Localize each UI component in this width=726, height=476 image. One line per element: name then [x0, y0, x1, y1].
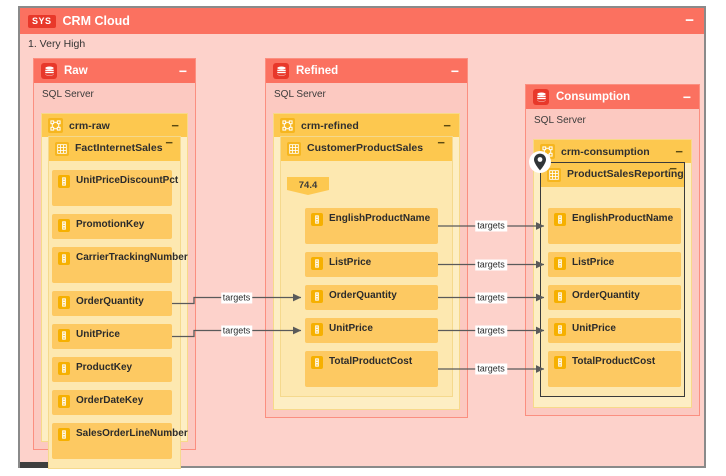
column-icon: [311, 323, 323, 336]
column-node[interactable]: OrderQuantity: [548, 285, 681, 310]
column-icon: [58, 428, 70, 441]
column-icon: [311, 257, 323, 270]
schema-title: crm-consumption: [561, 145, 650, 158]
column-label: ListPrice: [329, 257, 372, 268]
column-node[interactable]: ProductKey: [52, 357, 172, 382]
column-label: ListPrice: [572, 257, 615, 268]
table-icon: [547, 168, 561, 182]
table-metric-badge: 74.4: [287, 177, 329, 195]
column-label: EnglishProductName: [329, 213, 431, 224]
column-node[interactable]: TotalProductCost: [305, 351, 438, 387]
schema-header-consumption[interactable]: crm-consumption −: [534, 140, 691, 163]
database-icon: [533, 89, 549, 105]
schema-title: crm-refined: [301, 119, 359, 132]
column-icon: [58, 395, 70, 408]
column-icon: [58, 296, 70, 309]
column-icon: [311, 290, 323, 303]
edge-label: targets: [475, 363, 507, 375]
column-icon: [554, 323, 566, 336]
column-node[interactable]: TotalProductCost: [548, 351, 681, 387]
column-node[interactable]: UnitPrice: [305, 318, 438, 343]
column-label: UnitPrice: [572, 323, 616, 334]
system-header[interactable]: SYS CRM Cloud −: [20, 8, 704, 34]
column-node[interactable]: EnglishProductName: [548, 208, 681, 244]
column-icon: [311, 356, 323, 369]
column-node[interactable]: OrderDateKey: [52, 390, 172, 415]
system-title: CRM Cloud: [62, 14, 130, 28]
horizontal-scrollbar-thumb[interactable]: [20, 462, 48, 468]
column-label: UnitPrice: [76, 329, 120, 340]
column-node[interactable]: PromotionKey: [52, 214, 172, 239]
table-title: ProductSalesReporting: [567, 168, 684, 180]
column-label: EnglishProductName: [572, 213, 674, 224]
edge-label: targets: [475, 220, 507, 232]
column-icon: [554, 356, 566, 369]
map-pin-icon[interactable]: [529, 151, 551, 173]
edge-label: targets: [220, 325, 253, 336]
schema-icon: [280, 118, 295, 133]
database-header-raw[interactable]: Raw −: [34, 59, 195, 83]
database-icon: [273, 63, 289, 79]
column-icon: [58, 329, 70, 342]
database-title: Consumption: [556, 91, 631, 103]
column-icon: [58, 175, 70, 188]
column-label: ProductKey: [76, 362, 133, 373]
edge-label: targets: [475, 325, 507, 336]
column-node[interactable]: UnitPrice: [52, 324, 172, 349]
table-icon: [287, 142, 301, 156]
column-icon: [58, 219, 70, 232]
column-node[interactable]: OrderQuantity: [52, 291, 172, 316]
edge-label: targets: [475, 259, 507, 270]
column-label: CarrierTrackingNumber: [76, 252, 188, 263]
schema-header-refined[interactable]: crm-refined −: [274, 114, 459, 137]
column-label: UnitPrice: [329, 323, 373, 334]
table-header-raw[interactable]: FactInternetSales −: [49, 136, 180, 161]
column-label: UnitPriceDiscountPct: [76, 175, 179, 186]
database-subtitle: SQL Server: [42, 89, 94, 100]
column-node[interactable]: SalesOrderLineNumber: [52, 423, 188, 459]
edge-label: targets: [475, 292, 507, 303]
level-label: 1. Very High: [28, 38, 86, 50]
table-title: FactInternetSales: [75, 142, 163, 154]
database-title: Refined: [296, 65, 339, 77]
database-subtitle: SQL Server: [274, 89, 326, 100]
column-node[interactable]: ListPrice: [305, 252, 438, 277]
table-icon: [55, 142, 69, 156]
column-label: OrderDateKey: [76, 395, 144, 406]
column-icon: [554, 257, 566, 270]
database-header-refined[interactable]: Refined −: [266, 59, 467, 83]
column-icon: [58, 252, 70, 265]
column-node[interactable]: OrderQuantity: [305, 285, 438, 310]
system-type-badge: SYS: [28, 14, 56, 28]
database-title: Raw: [64, 65, 88, 77]
database-header-consumption[interactable]: Consumption −: [526, 85, 699, 109]
column-label: TotalProductCost: [329, 356, 413, 367]
column-node[interactable]: UnitPrice: [548, 318, 681, 343]
column-label: OrderQuantity: [572, 290, 640, 301]
table-header-consumption[interactable]: ProductSalesReporting −: [541, 162, 684, 187]
schema-title: crm-raw: [69, 119, 110, 132]
column-label: SalesOrderLineNumber: [76, 428, 188, 439]
database-icon: [41, 63, 57, 79]
schema-header-raw[interactable]: crm-raw −: [42, 114, 187, 137]
column-icon: [554, 213, 566, 226]
column-label: OrderQuantity: [76, 296, 144, 307]
column-label: OrderQuantity: [329, 290, 397, 301]
edge-label: targets: [220, 292, 253, 303]
schema-icon: [48, 118, 63, 133]
column-label: TotalProductCost: [572, 356, 656, 367]
column-icon: [58, 362, 70, 375]
table-title: CustomerProductSales: [307, 142, 424, 154]
column-icon: [311, 213, 323, 226]
column-icon: [554, 290, 566, 303]
column-node[interactable]: CarrierTrackingNumber: [52, 247, 188, 283]
column-node[interactable]: EnglishProductName: [305, 208, 438, 244]
column-node[interactable]: UnitPriceDiscountPct: [52, 170, 178, 206]
table-header-refined[interactable]: CustomerProductSales −: [281, 136, 452, 161]
column-node[interactable]: ListPrice: [548, 252, 681, 277]
column-label: PromotionKey: [76, 219, 145, 230]
database-subtitle: SQL Server: [534, 115, 586, 126]
